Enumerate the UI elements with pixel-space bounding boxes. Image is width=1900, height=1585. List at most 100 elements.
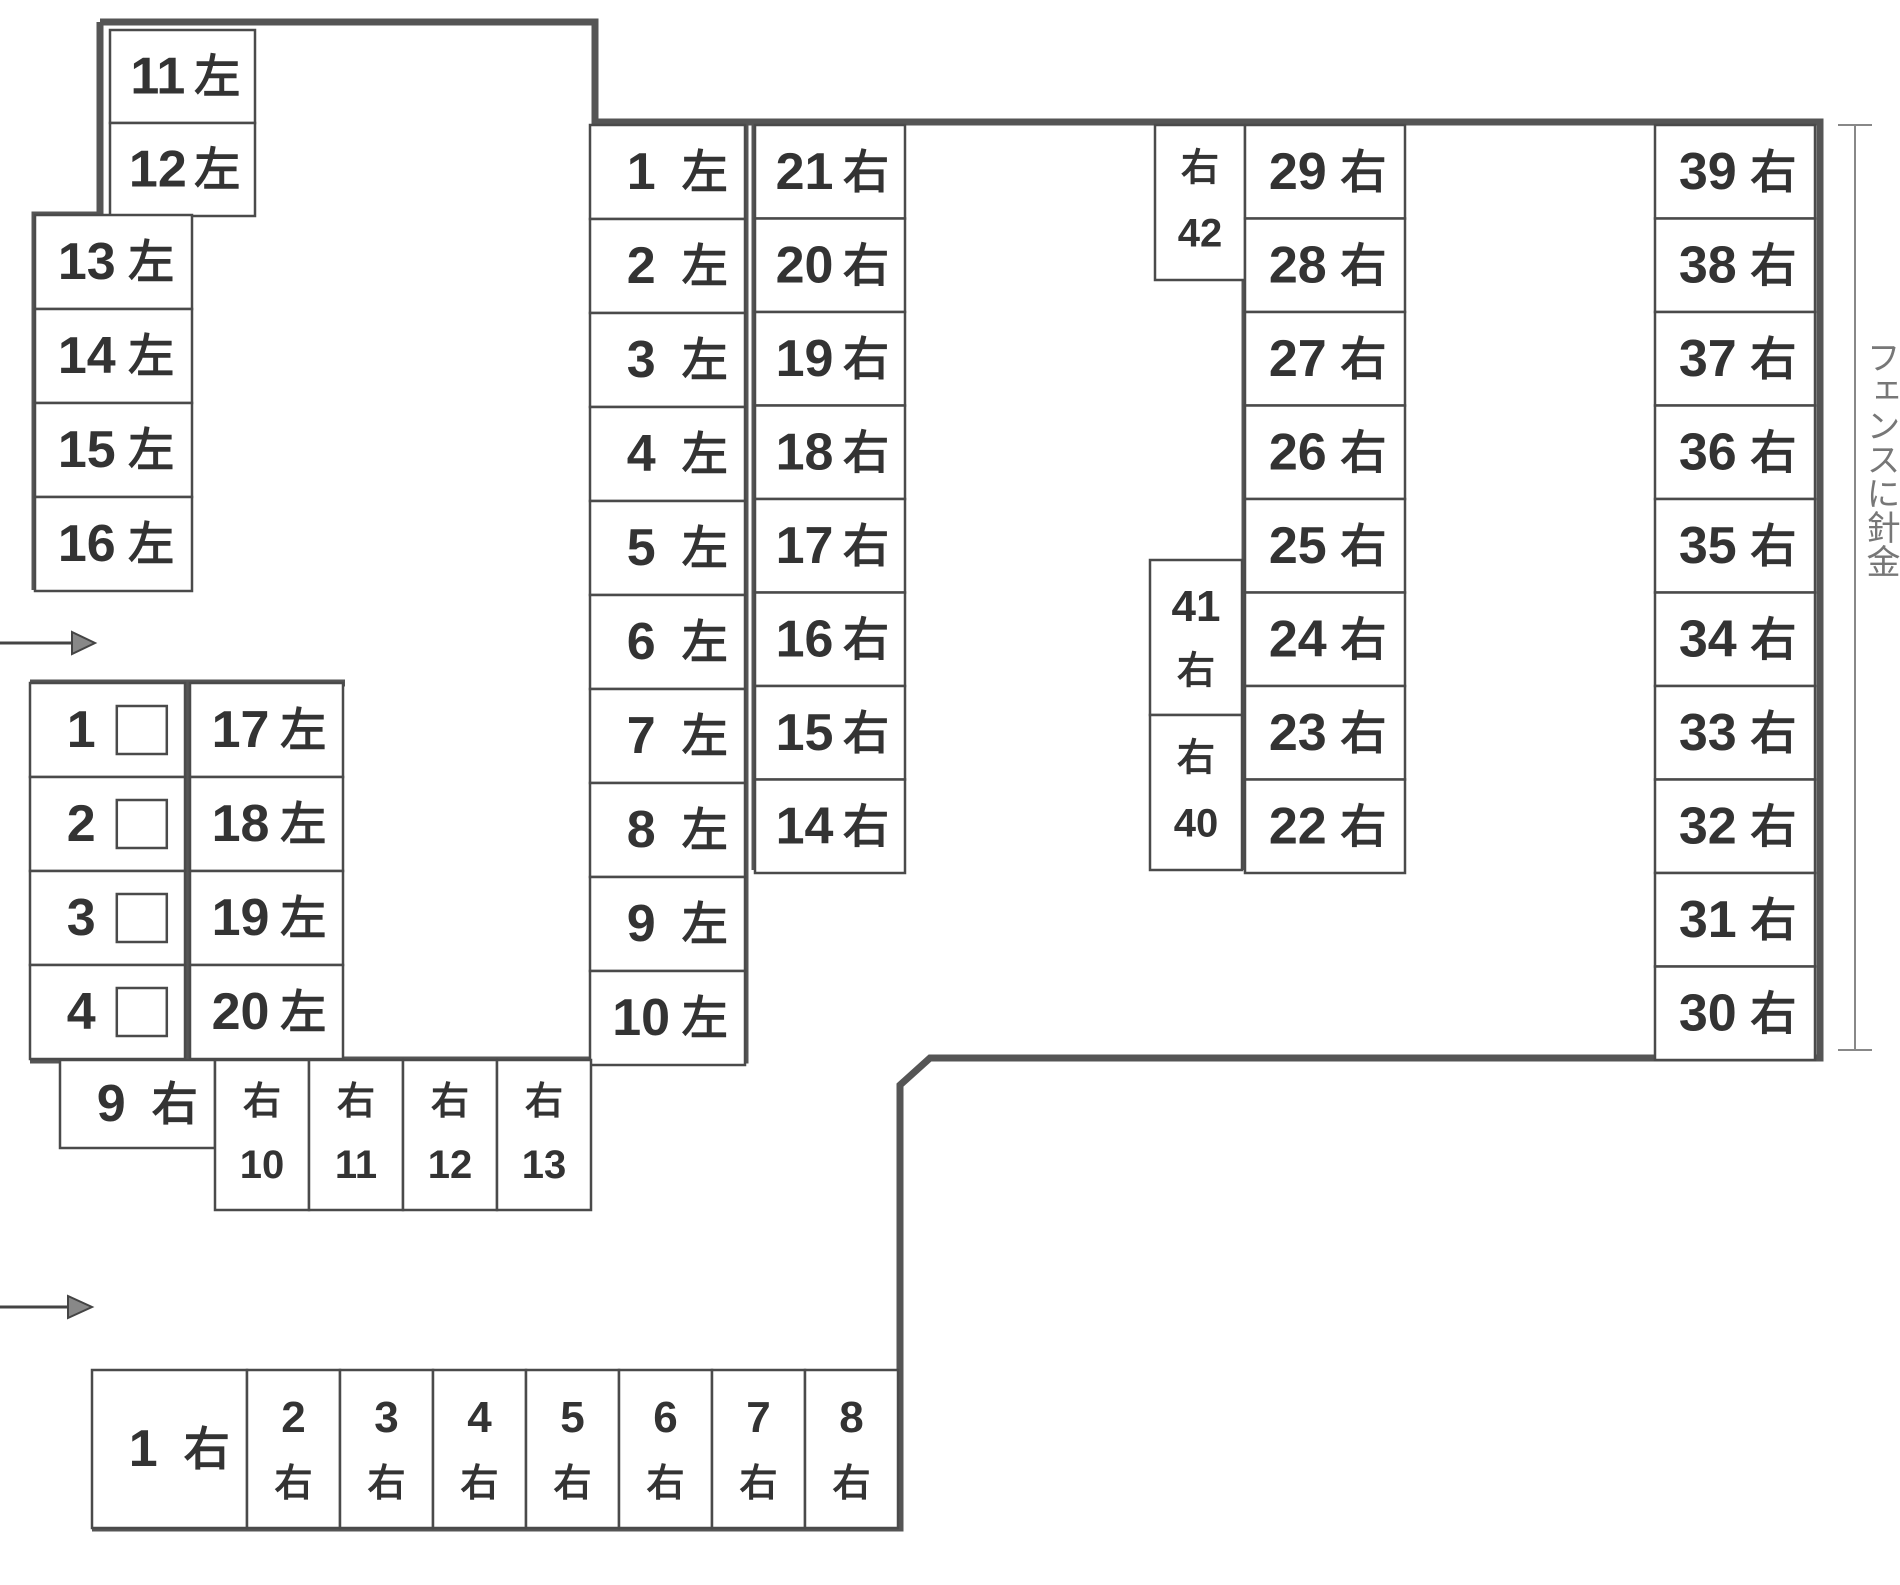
stall-number: 3 — [627, 331, 656, 389]
parking-stall: 4右 — [431, 1368, 528, 1530]
stall-number: 13 — [522, 1143, 567, 1187]
stall-side-label: 右 — [525, 1081, 563, 1123]
fence-bracket — [1838, 124, 1872, 1051]
stall-number: 39 — [1679, 143, 1737, 201]
stall-number: 20 — [776, 236, 834, 294]
stall-number: 37 — [1679, 330, 1737, 388]
stall-box — [1653, 404, 1817, 501]
stall-box — [33, 307, 194, 405]
stall-side-label: 右 — [843, 239, 889, 291]
stall-number: 7 — [746, 1393, 770, 1442]
parking-stall: 8右 — [803, 1368, 900, 1530]
stall-number: 10 — [612, 989, 670, 1047]
stall-number: 9 — [97, 1075, 126, 1133]
stall-number: 27 — [1269, 330, 1327, 388]
stall-side-label: 右 — [1340, 613, 1386, 665]
stall-side-label: 右 — [367, 1463, 405, 1505]
parking-stall: 3 — [28, 869, 187, 967]
stall-side-label: 右 — [1750, 613, 1796, 665]
stall-box — [401, 1058, 499, 1212]
parking-stall: 7右 — [710, 1368, 807, 1530]
stall-number: 11 — [335, 1143, 377, 1187]
parking-stall: 右40 — [1148, 713, 1244, 872]
stall-box — [90, 1368, 249, 1530]
parking-stall: 3右 — [338, 1368, 435, 1530]
stall-number: 41 — [1172, 582, 1221, 631]
stall-box — [753, 497, 907, 594]
parking-stall: 右10 — [213, 1058, 311, 1212]
stall-number: 4 — [627, 425, 656, 483]
stall-side-label: 右 — [1340, 707, 1386, 759]
stall-number: 16 — [776, 610, 834, 668]
stall-box — [1653, 871, 1817, 968]
stall-box — [1243, 404, 1407, 501]
stall-number: 16 — [58, 515, 116, 573]
stall-side-label: 右 — [843, 426, 889, 478]
stall-side-label: 左 — [682, 992, 728, 1044]
stall-number: 1 — [67, 701, 96, 759]
stall-mark-block — [115, 704, 169, 756]
stall-number: 2 — [281, 1393, 305, 1442]
stall-side-label: 右 — [431, 1081, 469, 1123]
fence-wire-note: フェンスに針金 — [1860, 340, 1900, 578]
parking-stall: 右 13 — [495, 1058, 593, 1212]
stall-number: 26 — [1269, 423, 1327, 481]
entrance-arrows — [0, 630, 98, 1320]
stall-side-label: 左 — [194, 51, 240, 103]
parking-stall: 2 — [28, 775, 187, 873]
stall-side-label: 左 — [280, 986, 326, 1038]
stall-number: 19 — [212, 889, 270, 947]
stall-number: 15 — [58, 421, 116, 479]
stall-number: 30 — [1679, 984, 1737, 1042]
stall-side-label: 右 — [184, 1423, 230, 1475]
stall-side-label: 左 — [128, 518, 174, 570]
arrow-upper-head — [71, 630, 98, 656]
stall-box — [1653, 310, 1817, 407]
stall-number: 18 — [776, 423, 834, 481]
stall-number: 38 — [1679, 236, 1737, 294]
parking-stall: 2右 — [245, 1368, 342, 1530]
parking-stall: 6右 — [617, 1368, 714, 1530]
stall-box — [1653, 123, 1817, 220]
stall-number: 14 — [776, 797, 834, 855]
stall-side-label: 右 — [646, 1463, 684, 1505]
stall-side-label: 右 — [1177, 651, 1215, 693]
stall-box — [245, 1368, 342, 1530]
stall-side-label: 左 — [682, 804, 728, 856]
stall-box — [188, 869, 345, 967]
arrow-lower-head — [67, 1294, 95, 1320]
stall-number: 14 — [58, 327, 116, 385]
stall-side-label: 左 — [682, 428, 728, 480]
stall-number: 22 — [1269, 797, 1327, 855]
stall-number: 32 — [1679, 797, 1737, 855]
stall-box — [188, 963, 345, 1061]
stall-box — [431, 1368, 528, 1530]
stall-side-label: 右 — [1750, 146, 1796, 198]
stall-number: 12 — [428, 1143, 473, 1187]
stall-number: 24 — [1269, 610, 1327, 668]
stall-side-label: 右 — [1750, 239, 1796, 291]
stall-side-label: 左 — [682, 334, 728, 386]
stall-box — [338, 1368, 435, 1530]
